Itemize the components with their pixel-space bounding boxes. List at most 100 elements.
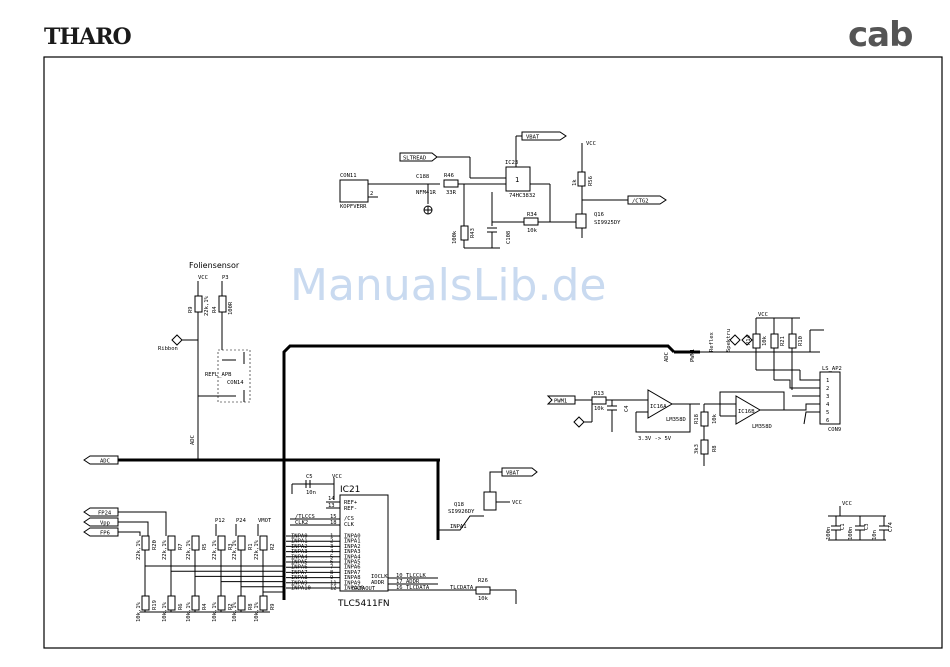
ic21-pin-name: INPA2 (344, 544, 361, 550)
svg-text:PWM1: PWM1 (554, 399, 567, 405)
foliensensor-section: Foliensensor VCC P3 R9 22k,1% R4 100R Ri… (158, 261, 251, 460)
svg-text:4: 4 (826, 402, 830, 408)
svg-text:VCC: VCC (198, 275, 208, 281)
svg-text:REFL_APB: REFL_APB (205, 372, 232, 378)
svg-text:2: 2 (370, 191, 373, 197)
svg-text:R34: R34 (527, 212, 538, 218)
r18-resistor (700, 411, 709, 427)
svg-text:ADC: ADC (664, 352, 670, 362)
svg-text:VCC: VCC (842, 501, 852, 507)
nfm-label: NFM41R (416, 190, 437, 196)
svg-text:C1: C1 (840, 523, 846, 530)
divider-top-resistor (237, 535, 246, 551)
svg-text:IC16B: IC16B (738, 409, 755, 415)
svg-text:CON14: CON14 (227, 380, 244, 386)
r46-value: 33R (446, 190, 457, 196)
svg-text:/CTG2: /CTG2 (632, 199, 649, 205)
divider-resistors: R2022k,1%R1910k,1%R722k,1%R610k,1%R522k,… (136, 535, 284, 622)
ic21-label: IC21 (340, 485, 360, 495)
divider-top-value: 22k,1% (162, 539, 168, 560)
r9-resistor (194, 295, 203, 313)
svg-text:Reflex: Reflex (709, 331, 715, 352)
svg-text:10k: 10k (527, 228, 538, 234)
svg-text:C108: C108 (506, 231, 512, 244)
svg-text:CLK: CLK (344, 522, 355, 528)
svg-text:Q18: Q18 (454, 502, 464, 508)
reflex-test-point (729, 334, 741, 346)
svg-text:R43: R43 (470, 228, 476, 238)
adc-net-flag (83, 455, 119, 465)
r4-resistor (218, 295, 227, 313)
ic21-pin-name: INPA10 (344, 586, 364, 592)
divider-bottom-value: 10k,1% (136, 601, 142, 622)
svg-text:10k: 10k (712, 413, 718, 424)
svg-text:6: 6 (826, 418, 829, 424)
divider-top-ref: R7 (178, 543, 184, 550)
svg-text:5: 5 (826, 410, 829, 416)
svg-text:Ribbon: Ribbon (158, 346, 178, 352)
q18-transistor (483, 491, 497, 511)
svg-text:ADDR: ADDR (371, 580, 385, 586)
svg-text:TLCDATA: TLCDATA (406, 585, 430, 591)
svg-text:C4: C4 (624, 405, 630, 412)
ic23-part: 74HC3832 (509, 193, 536, 199)
svg-text:TLCCLK: TLCCLK (406, 573, 427, 579)
svg-text:100n: 100n (848, 527, 854, 540)
svg-text:REF+: REF+ (344, 500, 358, 506)
svg-text:3k3: 3k3 (694, 444, 700, 454)
divider-top-resistor (259, 535, 268, 551)
svg-text:FP24: FP24 (98, 511, 112, 517)
divider-top-value: 22k,1% (186, 539, 192, 560)
ic23-number: 1 (515, 176, 519, 184)
svg-text:P12: P12 (215, 518, 225, 524)
svg-text:INPA1: INPA1 (450, 524, 467, 530)
divider-bottom-resistor (141, 595, 150, 611)
svg-text:2: 2 (826, 386, 829, 392)
r46-label: R46 (444, 173, 454, 179)
tharo-logo: THARO (44, 24, 132, 50)
drawing-frame (43, 56, 943, 649)
divider-bottom-ref: R9 (270, 603, 276, 610)
svg-text:VCC: VCC (332, 474, 342, 480)
svg-text:C74: C74 (888, 521, 894, 532)
ic21-pin-name: INPA1 (344, 539, 361, 545)
svg-text:R4: R4 (212, 306, 218, 313)
cab-logo: cab (848, 15, 912, 55)
svg-text:100n: 100n (826, 527, 832, 540)
svg-text:R9: R9 (188, 306, 194, 313)
svg-text:3: 3 (826, 394, 829, 400)
divider-top-ref: R2 (270, 543, 276, 550)
ic21-pin-name: INPA8 (344, 575, 361, 581)
ic23-label: IC23 (505, 160, 518, 166)
divider-top-value: 22k,1% (254, 539, 260, 560)
ribbon-test-point (171, 334, 183, 346)
svg-text:17: 17 (396, 579, 403, 585)
svg-text:IOCLK: IOCLK (371, 574, 388, 580)
divider-bottom-ref: R19 (152, 600, 158, 610)
vbat-net-flag-2 (501, 467, 538, 477)
divider-bottom-resistor (259, 595, 268, 611)
ic21-chip (339, 494, 389, 592)
r21-resistor (770, 333, 779, 349)
divider-top-ref: R3 (228, 543, 234, 550)
svg-text:C5: C5 (306, 474, 313, 480)
svg-text:10k: 10k (594, 406, 605, 412)
opamp-section: ADC PWM1 Reflex Spektru VCC R14 10k R21 … (546, 312, 842, 466)
divider-bottom-resistor (191, 595, 200, 611)
svg-text:22k,1%: 22k,1% (204, 295, 210, 316)
ic21-pin-name: INPA4 (344, 554, 361, 560)
r8-resistor (700, 439, 709, 455)
pwm1-net-flag (546, 395, 576, 405)
svg-text:SI9925DY: SI9925DY (594, 220, 621, 226)
c188-label: C188 (416, 174, 429, 180)
ic21-pin-name: INPA7 (344, 570, 361, 576)
svg-text:10k: 10k (478, 596, 489, 602)
svg-text:15: 15 (330, 514, 337, 520)
ic21-pin-name: INPA6 (344, 565, 361, 571)
svg-text:18: 18 (330, 520, 337, 526)
ic21-pin-name: INPA3 (344, 549, 361, 555)
svg-text:TLCDATA: TLCDATA (450, 585, 474, 591)
r34-resistor (523, 217, 539, 226)
divider-top-ref: R1 (248, 543, 254, 550)
